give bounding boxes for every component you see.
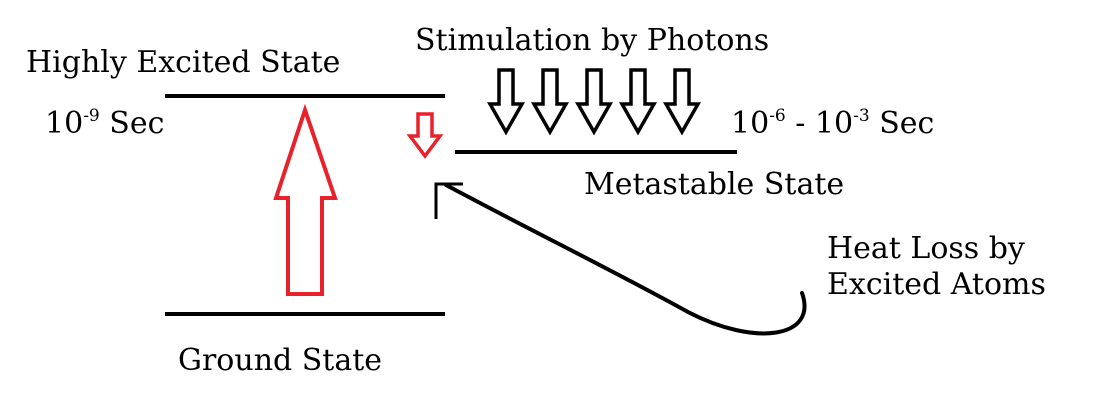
heat-loss-arrowhead (434, 182, 463, 219)
highly-excited-state-label: Highly Excited State (26, 45, 341, 80)
heat-loss-label-line1: Heat Loss by (827, 231, 1025, 266)
pump-arrow (273, 103, 338, 296)
photon-arrow (662, 68, 702, 136)
metastable-lifetime-base1: 10 (731, 106, 770, 141)
heat-loss-curve (444, 183, 807, 336)
decay-arrow (406, 112, 444, 159)
metastable-lifetime-unit: Sec (869, 106, 935, 141)
metastable-lifetime-exponent2: -3 (853, 106, 870, 126)
excited-lifetime-label: 10-9 Sec (45, 106, 165, 141)
photon-arrows (486, 68, 702, 136)
ground-state-label: Ground State (178, 343, 383, 378)
excited-lifetime-unit: Sec (99, 106, 165, 141)
photon-arrow (574, 68, 614, 136)
metastable-state-label: Metastable State (584, 167, 845, 202)
photon-arrow (530, 68, 570, 136)
stimulation-label: Stimulation by Photons (415, 23, 770, 58)
metastable-lifetime-separator: - 10 (785, 106, 854, 141)
photon-arrow (486, 68, 526, 136)
metastable-lifetime-label: 10-6 - 10-3 Sec (731, 106, 935, 141)
excited-lifetime-exponent: -9 (83, 106, 100, 126)
metastable-lifetime-exponent1: -6 (769, 106, 786, 126)
excited-lifetime-base: 10 (45, 106, 84, 141)
photon-arrow (618, 68, 658, 136)
heat-loss-label-line2: Excited Atoms (827, 267, 1046, 302)
